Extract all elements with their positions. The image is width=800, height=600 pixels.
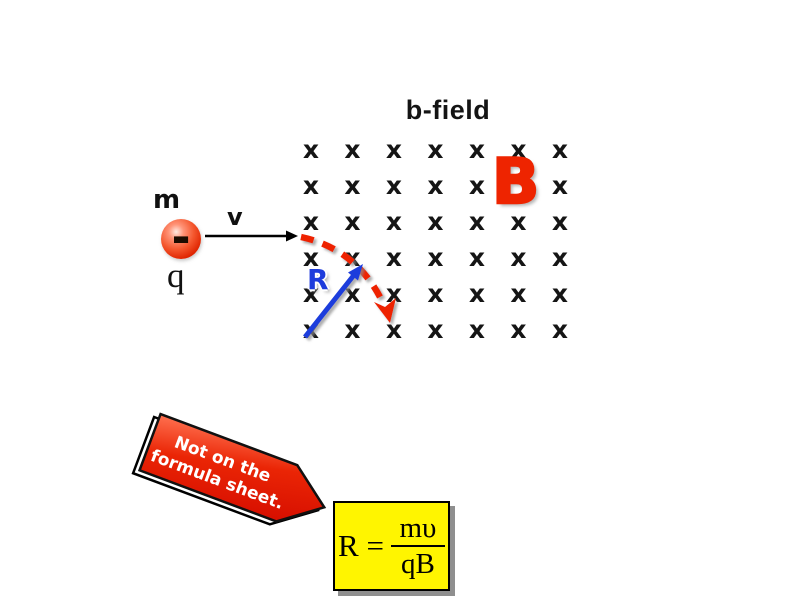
- fraction-bar: [390, 545, 445, 547]
- field-x-mark: x: [385, 207, 403, 236]
- field-x-mark: x: [385, 243, 403, 272]
- field-x-mark: x: [551, 315, 569, 344]
- field-x-mark: x: [510, 243, 527, 272]
- formula-denominator: qB: [401, 548, 435, 580]
- field-x-mark: x: [344, 135, 361, 164]
- field-x-mark: x: [510, 135, 527, 164]
- field-symbol-B: B: [491, 145, 541, 218]
- formula-numerator: mυ: [399, 511, 437, 544]
- formula-box: R = mυ qB: [333, 501, 450, 591]
- formula-lhs: R =: [338, 528, 384, 563]
- field-x-mark: x: [385, 135, 403, 164]
- field-x-mark: x: [427, 315, 444, 344]
- field-x-mark: x: [551, 279, 569, 308]
- field-x-mark: x: [302, 171, 320, 200]
- field-x-mark: x: [468, 135, 486, 164]
- mass-label: m: [153, 185, 181, 215]
- field-x-mark: x: [510, 207, 527, 236]
- field-x-mark: x: [344, 279, 361, 308]
- field-x-mark: x: [468, 207, 486, 236]
- field-x-mark: x: [468, 279, 486, 308]
- charged-particle: -: [161, 214, 201, 260]
- field-x-mark: x: [344, 315, 361, 344]
- field-x-mark: x: [510, 279, 527, 308]
- field-x-mark: x: [302, 207, 320, 236]
- field-x-mark: x: [344, 171, 361, 200]
- field-x-mark: x: [468, 315, 486, 344]
- field-x-mark: x: [385, 171, 403, 200]
- field-x-mark: x: [427, 135, 444, 164]
- field-x-mark: x: [468, 243, 486, 272]
- field-x-mark: x: [302, 135, 320, 164]
- field-x-mark: x: [427, 207, 444, 236]
- field-x-mark: x: [510, 315, 527, 344]
- field-x-mark: x: [551, 135, 569, 164]
- banner-arrow-shape: [137, 412, 327, 523]
- field-x-mark: x: [551, 243, 569, 272]
- field-x-mark: x: [344, 243, 361, 272]
- field-x-mark: x: [385, 279, 403, 308]
- callout-banner: Not on the formula sheet.: [131, 412, 327, 526]
- field-x-mark: x: [344, 207, 361, 236]
- velocity-label: v: [227, 203, 243, 231]
- field-x-mark: x: [427, 171, 444, 200]
- field-x-mark: x: [302, 315, 320, 344]
- field-x-mark: x: [468, 171, 486, 200]
- velocity-arrow: [205, 230, 298, 242]
- field-x-mark: x: [551, 171, 569, 200]
- formula-fraction: mυ qB: [390, 511, 445, 580]
- charge-label: q: [167, 256, 185, 295]
- field-x-mark: x: [427, 279, 444, 308]
- field-x-mark: x: [385, 315, 403, 344]
- field-x-mark: x: [551, 207, 569, 236]
- radius-label: R: [307, 263, 329, 296]
- bfield-title: b-field: [405, 95, 491, 125]
- field-x-mark: x: [427, 243, 444, 272]
